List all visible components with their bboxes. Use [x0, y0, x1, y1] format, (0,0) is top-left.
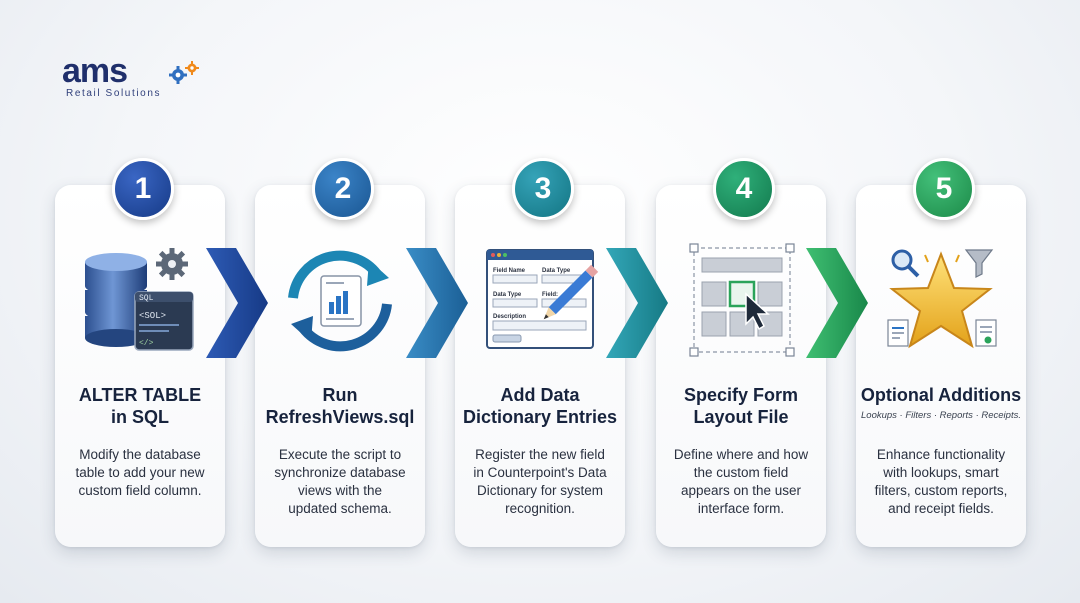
step-title-line: Optional Additions: [860, 385, 1022, 405]
step-description-line: custom field column.: [78, 483, 202, 498]
step-title-line: Run: [322, 385, 358, 405]
step-description-line: Enhance functionality: [876, 447, 1006, 462]
step-description-line: updated schema.: [288, 501, 392, 516]
step-card-3: [455, 185, 625, 547]
step-description-line: interface form.: [697, 501, 785, 516]
form-label-description: Description: [493, 314, 526, 320]
ams-logo: ams Retail Solutions: [62, 52, 222, 102]
step-description-line: Execute the script to: [278, 447, 402, 462]
step-description-line: Modify the database: [79, 447, 201, 462]
step-description-line: and receipt fields.: [888, 501, 994, 516]
step-number-badge: 5: [913, 158, 975, 220]
step-title: ALTER TABLE in SQL: [55, 384, 225, 428]
step-description: Define where and how the custom field ap…: [656, 446, 826, 518]
step-title: Add Data Dictionary Entries: [455, 384, 625, 428]
step-description-line: table to add your new: [75, 465, 205, 480]
step-title: Optional Additions: [856, 384, 1026, 406]
refresh-document-icon: [288, 250, 392, 352]
chevron-arrow-icon: [806, 248, 868, 358]
chevron-arrow-icon: [206, 248, 268, 358]
step-description-line: Define where and how: [673, 447, 809, 462]
form-label-data-type-2: Data Type: [493, 292, 522, 298]
step-title-line: Add Data: [500, 385, 580, 405]
step-title-line: RefreshViews.sql: [265, 407, 415, 427]
sql-panel-footer: </>: [139, 339, 154, 348]
step-title-line: ALTER TABLE: [78, 385, 202, 405]
step-description-line: Register the new field: [475, 447, 605, 462]
step-description-line: Dictionary for system: [476, 483, 604, 498]
step-description-line: the custom field: [693, 465, 789, 480]
step-description-line: in Counterpoint's Data: [473, 465, 607, 480]
logo-tagline: Retail Solutions: [66, 88, 162, 99]
step-description-line: views with the: [297, 483, 383, 498]
layout-grid-cursor-icon: [689, 243, 795, 357]
database-gear-icon: SQL <SOL> </>: [85, 248, 194, 351]
step-description: Execute the script to synchronize databa…: [255, 446, 425, 518]
step-number-badge: 2: [312, 158, 374, 220]
step-description-line: filters, custom reports,: [874, 483, 1008, 498]
step-description-line: recognition.: [505, 501, 575, 516]
sql-panel-line: <SOL>: [139, 311, 166, 321]
receipt-icon: [975, 319, 997, 347]
form-pencil-icon: Field Name Data Type Data Type Field: De…: [486, 249, 599, 349]
filter-icon: [964, 249, 994, 278]
step-card-1: [55, 185, 225, 547]
step-description-line: synchronize database: [274, 465, 406, 480]
form-label-field: Field:: [542, 292, 558, 298]
sql-panel-header: SQL: [139, 294, 154, 303]
form-label-field-name: Field Name: [493, 268, 526, 274]
magnifier-icon: [891, 249, 920, 278]
step-number-badge: 1: [112, 158, 174, 220]
step-title-line: Dictionary Entries: [462, 407, 618, 427]
gears-icon: [169, 61, 199, 84]
step-card-5: [856, 185, 1026, 547]
chevron-arrow-icon: [606, 248, 668, 358]
step-title-line: in SQL: [111, 407, 169, 427]
step-title-line: Specify Form: [683, 385, 799, 405]
step-description: Enhance functionality with lookups, smar…: [856, 446, 1026, 518]
step-description-line: with lookups, smart: [883, 465, 999, 480]
step-title: Specify Form Layout File: [656, 384, 826, 428]
logo-wordmark: ams: [62, 52, 128, 90]
report-icon: [887, 319, 909, 347]
step-card-2: [255, 185, 425, 547]
chevron-arrow-icon: [406, 248, 468, 358]
step-subtitle: Lookups · Filters · Reports · Receipts.: [861, 410, 1021, 421]
step-title-line: Layout File: [693, 407, 789, 427]
step-description: Modify the database table to add your ne…: [55, 446, 225, 500]
step-number-badge: 4: [713, 158, 775, 220]
step-number-badge: 3: [512, 158, 574, 220]
step-title: Run RefreshViews.sql: [255, 384, 425, 428]
form-label-data-type: Data Type: [542, 268, 571, 274]
step-card-4: [656, 185, 826, 547]
step-description: Register the new field in Counterpoint's…: [455, 446, 625, 518]
step-description-line: appears on the user: [680, 483, 802, 498]
star-icon: [887, 249, 997, 349]
